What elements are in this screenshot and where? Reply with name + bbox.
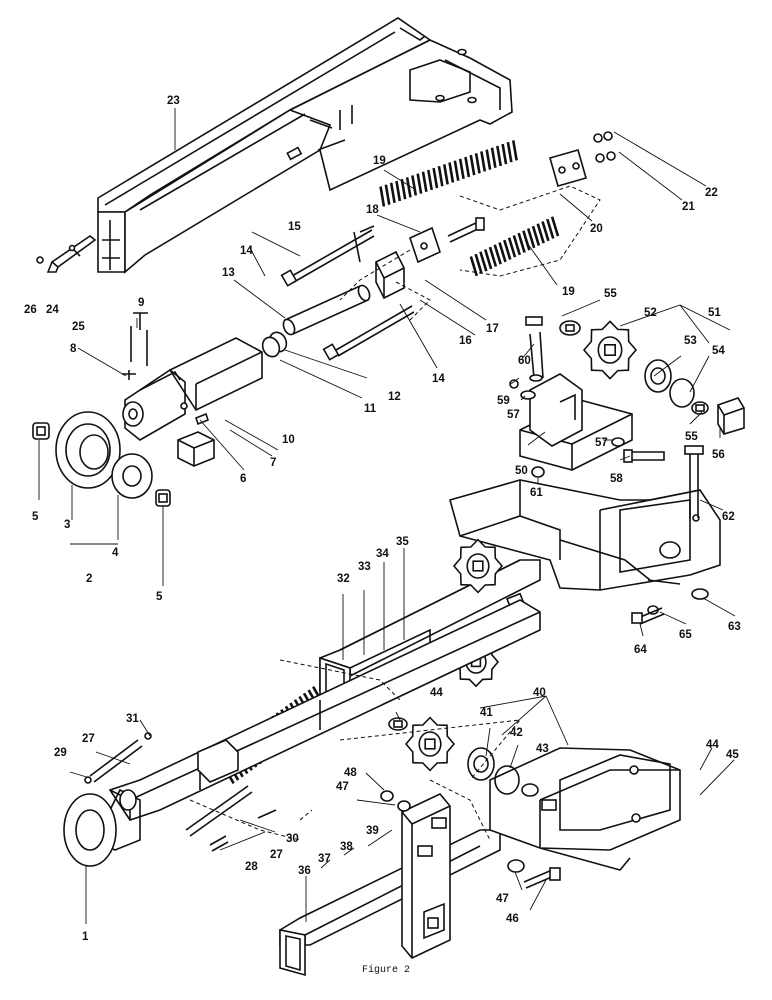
part-label-33: 33 (358, 561, 371, 573)
part-label-50: 50 (515, 465, 528, 477)
part-label-42: 42 (510, 727, 523, 739)
part-label-30: 30 (286, 833, 299, 845)
part-label-11: 11 (364, 403, 377, 415)
part-label-31: 31 (126, 713, 139, 725)
pin-and-clip-group (36, 235, 97, 273)
main-frame-assembly (319, 445, 721, 712)
part-label-64: 64 (634, 644, 647, 656)
part-label-2: 2 (86, 573, 92, 585)
part-label-39: 39 (366, 825, 379, 837)
part-label-51: 51 (708, 307, 721, 319)
part-labels: 23 19 18 20 21 22 14 15 13 19 16 17 55 5… (24, 95, 741, 976)
assembly-reference-lines (189, 185, 601, 841)
part-label-8: 8 (70, 343, 77, 355)
part-label-38: 38 (340, 841, 353, 853)
part-label-14-upper: 14 (240, 245, 253, 257)
part-label-6: 6 (240, 473, 246, 485)
part-label-22: 22 (705, 187, 718, 199)
part-label-28: 28 (245, 861, 258, 873)
spring-anchor-plate (549, 131, 616, 187)
part-label-43: 43 (536, 743, 549, 755)
part-label-53: 53 (684, 335, 697, 347)
part-label-18: 18 (366, 204, 379, 216)
part-label-52: 52 (644, 307, 657, 319)
part-label-60: 60 (518, 355, 531, 367)
part-label-27-lower: 27 (270, 849, 283, 861)
part-label-7: 7 (270, 457, 276, 469)
center-bolt-assembly (353, 217, 485, 300)
part-label-27-upper: 27 (82, 733, 95, 745)
part-label-61: 61 (530, 487, 543, 499)
part-label-3: 3 (64, 519, 70, 531)
figure-caption: Figure 2 (362, 964, 410, 976)
part-label-37: 37 (318, 853, 331, 865)
part-label-58: 58 (610, 473, 623, 485)
part-label-4: 4 (112, 547, 119, 559)
part-label-34: 34 (376, 548, 389, 560)
lower-arm (63, 599, 541, 867)
part-label-23: 23 (167, 95, 180, 107)
part-label-47-upper: 47 (336, 781, 349, 793)
part-label-5-left: 5 (32, 511, 39, 523)
part-label-32: 32 (337, 573, 350, 585)
part-label-36: 36 (298, 865, 311, 877)
part-label-40: 40 (533, 687, 546, 699)
part-label-54: 54 (712, 345, 725, 357)
part-label-57-upper: 57 (507, 409, 520, 421)
upper-spring (379, 140, 518, 207)
part-label-1: 1 (82, 931, 89, 943)
part-label-56: 56 (712, 449, 725, 461)
lower-spring (469, 216, 560, 277)
part-label-19: 19 (373, 155, 386, 167)
part-label-25: 25 (72, 321, 85, 333)
part-label-55-lower: 55 (685, 431, 698, 443)
part-label-21: 21 (682, 201, 695, 213)
part-label-59: 59 (497, 395, 510, 407)
part-label-63: 63 (728, 621, 741, 633)
part-label-46: 46 (506, 913, 519, 925)
tube-and-bolts (261, 225, 415, 361)
part-label-15: 15 (288, 221, 301, 233)
part-label-57-lower: 57 (595, 437, 608, 449)
part-label-5-right: 5 (156, 591, 163, 603)
lower-bracket-assembly (279, 716, 681, 977)
part-label-44-lower: 44 (706, 739, 719, 751)
part-label-55-upper: 55 (604, 288, 617, 300)
part-label-24: 24 (46, 304, 59, 316)
bearing-assembly (32, 411, 171, 507)
part-label-9: 9 (138, 297, 144, 309)
part-label-29: 29 (54, 747, 67, 759)
mounting-bracket (509, 316, 665, 478)
part-label-41: 41 (480, 707, 493, 719)
part-label-19-lower: 19 (562, 286, 575, 298)
part-label-45: 45 (726, 749, 739, 761)
part-label-26: 26 (24, 304, 37, 316)
part-label-62: 62 (722, 511, 735, 523)
part-label-13: 13 (222, 267, 235, 279)
part-label-10: 10 (282, 434, 295, 446)
part-label-44-upper: 44 (430, 687, 443, 699)
part-label-20: 20 (590, 223, 603, 235)
part-label-12: 12 (388, 391, 401, 403)
leader-lines (38, 108, 736, 924)
part-label-14-lower: 14 (432, 373, 445, 385)
upper-sprocket-assembly (559, 320, 745, 435)
part-label-17: 17 (486, 323, 499, 335)
part-label-65: 65 (679, 629, 692, 641)
upper-frame-beam (97, 17, 513, 274)
part-label-47-lower: 47 (496, 893, 509, 905)
part-label-48: 48 (344, 767, 357, 779)
front-arm (122, 312, 263, 467)
part-label-35: 35 (396, 536, 409, 548)
part-label-16: 16 (459, 335, 472, 347)
